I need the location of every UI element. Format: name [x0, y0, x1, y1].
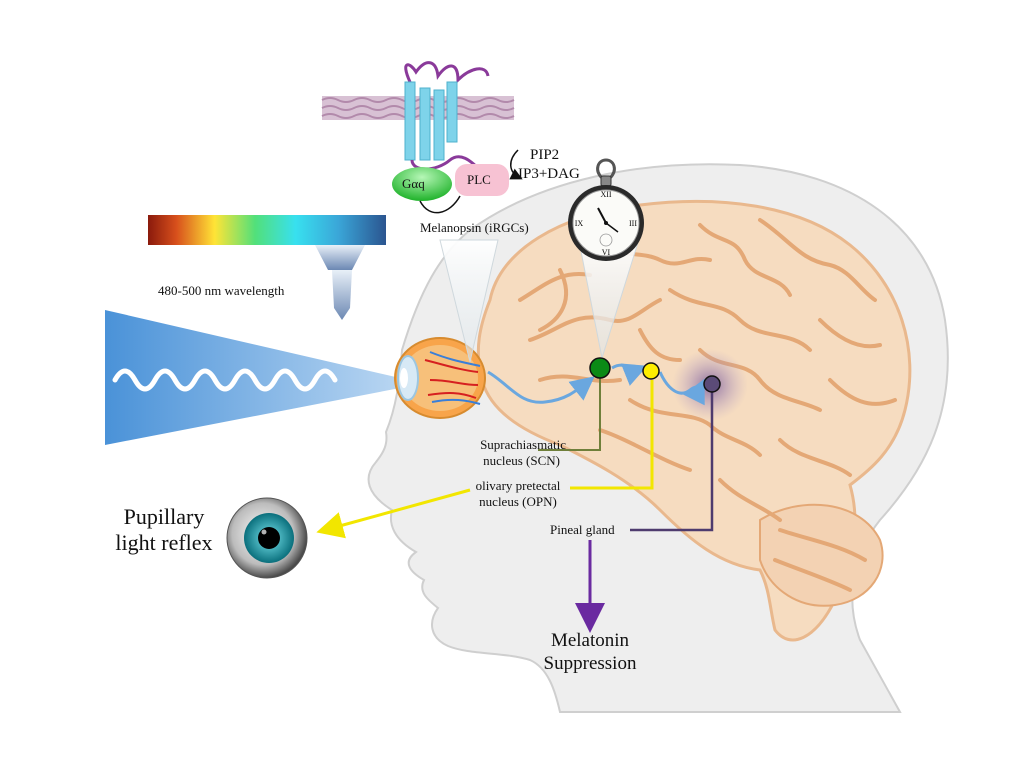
pineal-node [703, 375, 721, 393]
scn-label-line1: Suprachiasmatic [480, 437, 566, 452]
opn-leader-line [570, 380, 654, 490]
svg-text:IX: IX [575, 219, 584, 228]
svg-text:VI: VI [602, 248, 611, 257]
ip3-dag-label: IP3+DAG [518, 166, 580, 182]
plc-protein [455, 164, 509, 196]
pupil-icon [226, 497, 308, 579]
scn-node [589, 357, 611, 379]
plc-label: PLC [467, 172, 491, 187]
pupillary-label-line2: light reflex [115, 530, 213, 555]
svg-text:III: III [629, 219, 637, 228]
opn-label-line2: nucleus (OPN) [479, 494, 557, 509]
membrane-receptor [321, 61, 523, 214]
spectrum-bar-icon [148, 215, 386, 320]
opn-label-line1: olivary pretectal [475, 478, 561, 493]
opn-to-pineal-arrow [658, 371, 705, 406]
pineal-leader-line [630, 392, 714, 532]
eye-icon [394, 337, 486, 419]
svg-text:XII: XII [600, 190, 611, 199]
pupillary-label-line1: Pupillary [123, 504, 205, 529]
melatonin-label-line1: Melatonin [550, 630, 630, 651]
gaq-label: Gαq [402, 176, 425, 191]
melanopsin-label: Melanopsin (iRGCs) [420, 220, 529, 235]
scn-label-line2: nucleus (SCN) [483, 453, 560, 468]
brain [476, 199, 912, 642]
scn-leader-line [538, 377, 601, 451]
gaq-protein [392, 167, 452, 201]
retina-cone [439, 239, 499, 363]
pineal-label: Pineal gland [550, 522, 615, 537]
scn-to-opn-arrow [611, 363, 648, 386]
pip2-label: PIP2 [530, 147, 560, 163]
melatonin-label-line2: Suppression [543, 653, 637, 674]
wavelength-label: 480-500 nm wavelength [158, 283, 285, 298]
opn-to-pupil-arrow [316, 488, 471, 539]
opn-node [642, 362, 660, 380]
retina-to-scn-arrow [487, 370, 595, 404]
pocket-watch-icon: XII VI IX III [568, 158, 644, 261]
light-wave-icon [105, 310, 400, 445]
